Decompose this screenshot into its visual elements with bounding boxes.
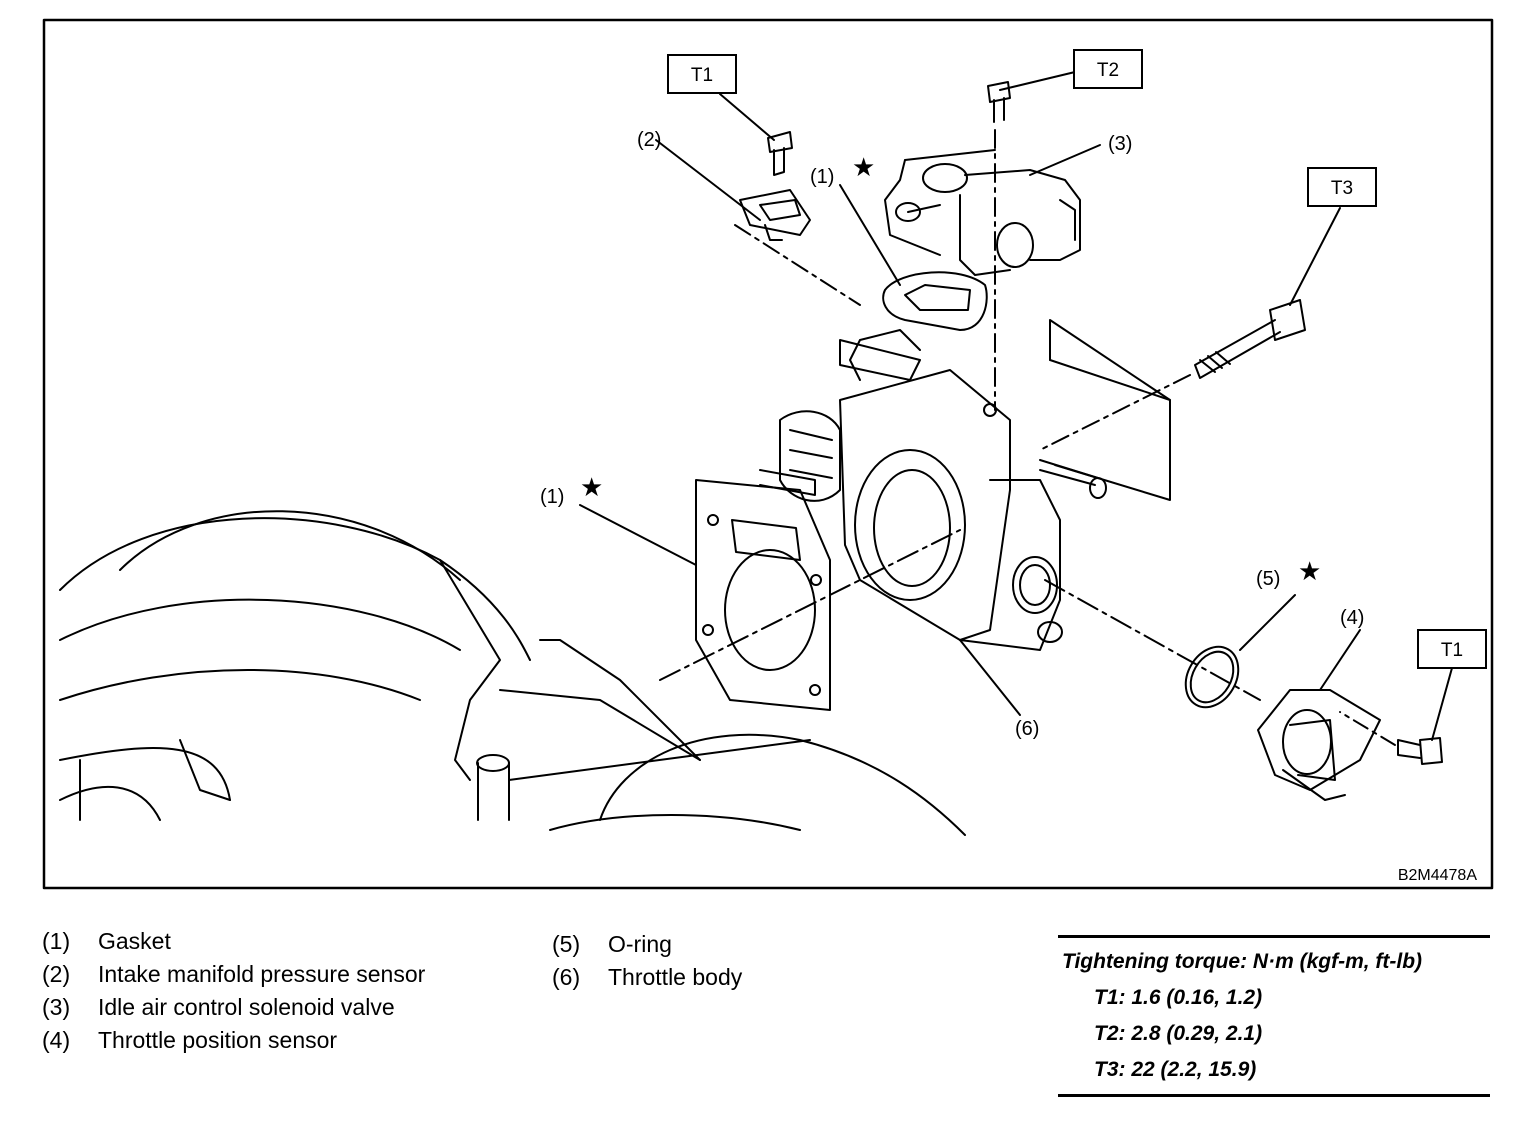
svg-text:T3: T3 xyxy=(1331,178,1353,199)
legend-item: (4)Throttle position sensor xyxy=(42,1027,338,1053)
torque-t3: T3: 22 (2.2, 15.9) xyxy=(1094,1058,1257,1081)
callout-4: (4) xyxy=(1340,607,1364,629)
torque-box-t1-right: T1 xyxy=(1417,629,1487,669)
legend-left: (1)Gasket (2)Intake manifold pressure se… xyxy=(42,925,425,1057)
bolt-t1-top xyxy=(767,131,793,176)
exploded-diagram: T1 T2 T3 T1 (2) (1) ★ (3) (1) ★ (5) ★ (4… xyxy=(42,18,1494,890)
star-icon: ★ xyxy=(852,152,875,182)
legend-item: (6)Throttle body xyxy=(552,964,743,990)
star-icon: ★ xyxy=(1298,556,1321,586)
gasket-throttle xyxy=(695,479,831,711)
callout-1-top: (1) xyxy=(810,166,834,188)
torque-title: Tightening torque: N·m (kgf-m, ft-lb) xyxy=(1062,950,1423,973)
legend-item: (1)Gasket xyxy=(42,928,171,954)
torque-t1: T1: 1.6 (0.16, 1.2) xyxy=(1094,986,1263,1009)
throttle-body xyxy=(759,319,1171,651)
bolt-t3 xyxy=(1039,299,1306,451)
throttle-position-sensor xyxy=(1257,689,1381,801)
torque-box-t3: T3 xyxy=(1307,167,1377,207)
diagram-frame xyxy=(42,18,1494,890)
intake-pressure-sensor xyxy=(734,189,861,306)
bolt-t2 xyxy=(987,81,1011,411)
callout-1-left: (1) xyxy=(540,486,564,508)
svg-text:T1: T1 xyxy=(1441,640,1463,661)
bolt-t1-right xyxy=(1339,711,1443,765)
torque-box-t1-top: T1 xyxy=(667,54,737,94)
legend-right: (5)O-ring (6)Throttle body xyxy=(552,928,742,994)
star-icon: ★ xyxy=(580,472,603,502)
legend-item: (5)O-ring xyxy=(552,931,672,957)
o-ring xyxy=(1184,645,1240,709)
legend-item: (2)Intake manifold pressure sensor xyxy=(42,961,426,987)
callout-5: (5) xyxy=(1256,568,1280,590)
torque-specs: Tightening torque: N·m (kgf-m, ft-lb) T1… xyxy=(1058,935,1490,1097)
callout-2: (2) xyxy=(637,129,661,151)
torque-box-t2: T2 xyxy=(1073,49,1143,89)
svg-text:T2: T2 xyxy=(1097,60,1119,81)
idle-air-control-valve xyxy=(884,149,1081,276)
callout-3: (3) xyxy=(1108,133,1132,155)
torque-t2: T2: 2.8 (0.29, 2.1) xyxy=(1094,1022,1263,1045)
intake-manifold xyxy=(59,510,966,836)
gasket-iac xyxy=(882,271,988,331)
svg-text:T1: T1 xyxy=(691,65,713,86)
callout-6: (6) xyxy=(1015,718,1039,740)
figure-code: B2M4478A xyxy=(1398,867,1477,884)
legend-item: (3)Idle air control solenoid valve xyxy=(42,994,395,1020)
